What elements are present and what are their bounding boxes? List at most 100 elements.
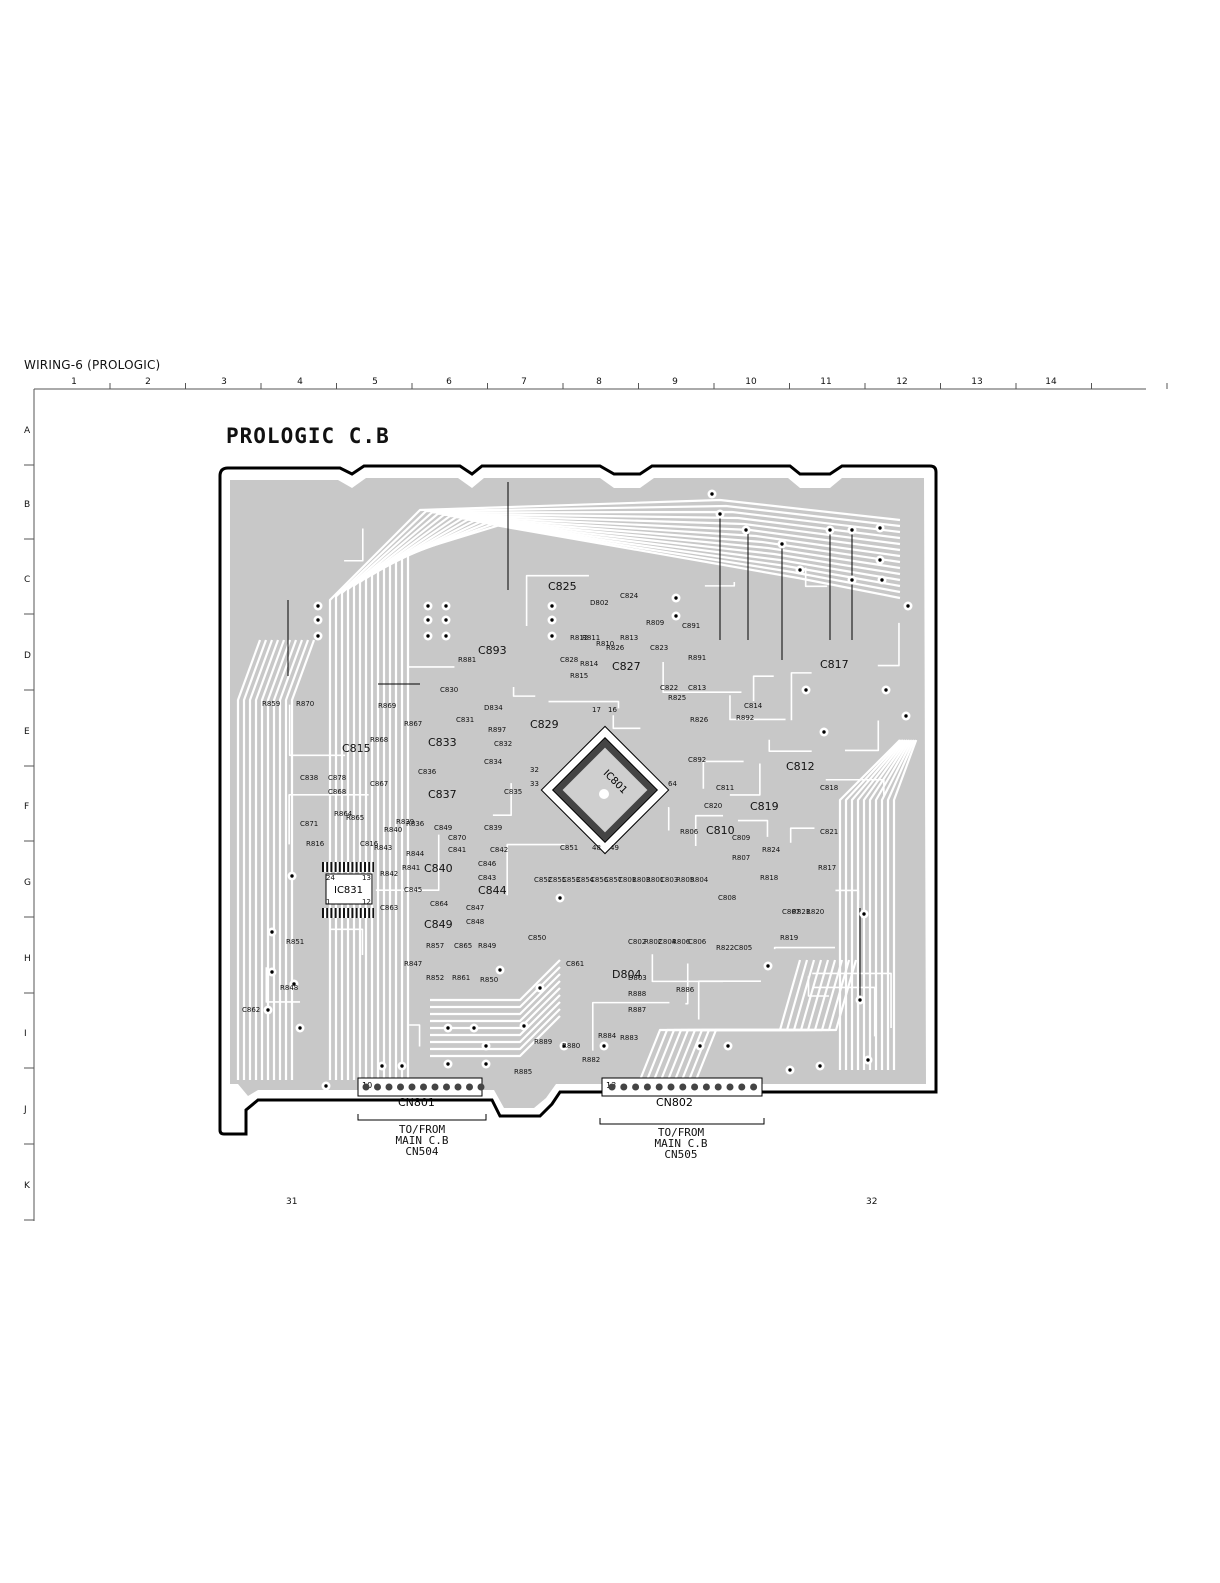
- pcb-trace: [430, 959, 561, 1002]
- component-label: C830: [440, 686, 458, 694]
- pcb-pad-hole: [562, 1044, 566, 1048]
- pin-number: 17: [592, 706, 601, 714]
- page-number-left: 31: [286, 1197, 298, 1207]
- pcb-trace: [662, 661, 742, 694]
- component-label: R820: [806, 908, 824, 916]
- grid-row-label: G: [24, 878, 31, 888]
- pcb-trace: [702, 760, 744, 789]
- component-label: R824: [762, 846, 781, 854]
- component-label: R815: [570, 672, 588, 680]
- pcb-pad-hole: [884, 688, 888, 692]
- pcb-trace: [729, 695, 786, 721]
- grid-column-label: 2: [145, 377, 151, 387]
- pcb-pad-hole: [866, 1058, 870, 1062]
- ic-pin: [353, 862, 356, 872]
- pcb-pad-hole: [880, 578, 884, 582]
- ic-pin: [332, 908, 335, 918]
- pcb-trace: [430, 966, 561, 1009]
- component-label: R868: [370, 736, 388, 744]
- component-label: R848: [280, 984, 298, 992]
- ic-pin: [357, 862, 360, 872]
- component-label: R882: [582, 1056, 600, 1064]
- component-label: C849: [434, 824, 452, 832]
- component-label: C850: [528, 934, 546, 942]
- component-label: C842: [490, 846, 508, 854]
- cn801-caption: TO/FROM MAIN C.B CN504: [396, 1124, 449, 1157]
- component-label: C851: [560, 844, 578, 852]
- pcb-trace: [376, 518, 901, 1080]
- component-label: R880: [562, 1042, 580, 1050]
- grid-column-label: 4: [297, 377, 303, 387]
- pcb-trace: [862, 739, 909, 1070]
- pcb-pad-hole: [550, 634, 554, 638]
- cn802-caption-line: CN505: [664, 1148, 698, 1161]
- component-label: C855: [548, 876, 566, 884]
- component-label: C864: [430, 900, 449, 908]
- pcb-pad-hole: [550, 618, 554, 622]
- component-label: C824: [620, 592, 639, 600]
- pcb-trace: [288, 704, 346, 757]
- pin-number: 12: [362, 898, 371, 906]
- pcb-pad-hole: [850, 528, 854, 532]
- pcb-trace: [789, 827, 815, 843]
- component-label: R861: [452, 974, 470, 982]
- pcb-trace: [352, 513, 901, 1080]
- pcb-trace: [825, 778, 885, 796]
- component-label: C825: [548, 580, 577, 593]
- component-label: C802: [628, 938, 646, 946]
- connector-pin: [431, 1083, 439, 1091]
- pcb-pad-hole: [798, 568, 802, 572]
- component-label: D834: [484, 704, 503, 712]
- pcb-pad-hole: [444, 634, 448, 638]
- pcb-trace: [430, 980, 561, 1023]
- pcb-trace: [242, 639, 268, 1080]
- component-label: C853: [562, 876, 580, 884]
- pcb-pad-hole: [710, 492, 714, 496]
- component-label: R881: [458, 656, 476, 664]
- pcb-trace: [850, 739, 905, 1070]
- pcb-pad-hole: [878, 526, 882, 530]
- pcb-pad-hole: [744, 528, 748, 532]
- component-label: C841: [448, 846, 466, 854]
- component-label: R864: [334, 810, 353, 818]
- pcb-trace: [807, 976, 829, 997]
- pcb-trace: [358, 514, 901, 1080]
- ic-pin: [370, 862, 373, 872]
- component-label: R885: [514, 1068, 532, 1076]
- component-label: D803: [628, 974, 647, 982]
- pcb-trace: [430, 973, 561, 1016]
- pcb-trace: [492, 783, 512, 816]
- pcb-pad-hole: [298, 1026, 302, 1030]
- pcb-pad-hole: [804, 688, 808, 692]
- component-label: C812: [786, 760, 815, 773]
- pcb-trace: [266, 639, 292, 1080]
- pcb-trace: [375, 834, 440, 891]
- page-title: WIRING-6 (PROLOGIC): [24, 358, 161, 372]
- pcb-trace: [804, 567, 828, 588]
- component-label: R849: [478, 942, 496, 950]
- pcb-pad-hole: [270, 930, 274, 934]
- component-label: C857: [604, 876, 622, 884]
- component-label: R852: [426, 974, 444, 982]
- pcb-trace: [886, 739, 916, 1070]
- pcb-trace: [768, 739, 812, 752]
- component-label: C803: [660, 876, 678, 884]
- pcb-pad-hole: [426, 618, 430, 622]
- grid-row-label: J: [24, 1105, 27, 1115]
- pcb-trace: [790, 672, 812, 721]
- pcb-trace: [729, 763, 761, 796]
- component-label: R843: [374, 844, 392, 852]
- component-label: R836: [406, 820, 425, 828]
- component-label: R817: [818, 864, 836, 872]
- ic-pin: [366, 862, 369, 872]
- cn802-caption: TO/FROM MAIN C.B CN505: [655, 1127, 708, 1160]
- grid-column-label: 8: [596, 377, 602, 387]
- grid-row-label: I: [24, 1029, 27, 1039]
- component-label: R806: [680, 828, 699, 836]
- pcb-pad-hole: [904, 714, 908, 718]
- pcb-pad-hole: [472, 1026, 476, 1030]
- component-label: C891: [682, 622, 700, 630]
- connector-pin: [408, 1083, 416, 1091]
- pcb-trace: [697, 980, 761, 1020]
